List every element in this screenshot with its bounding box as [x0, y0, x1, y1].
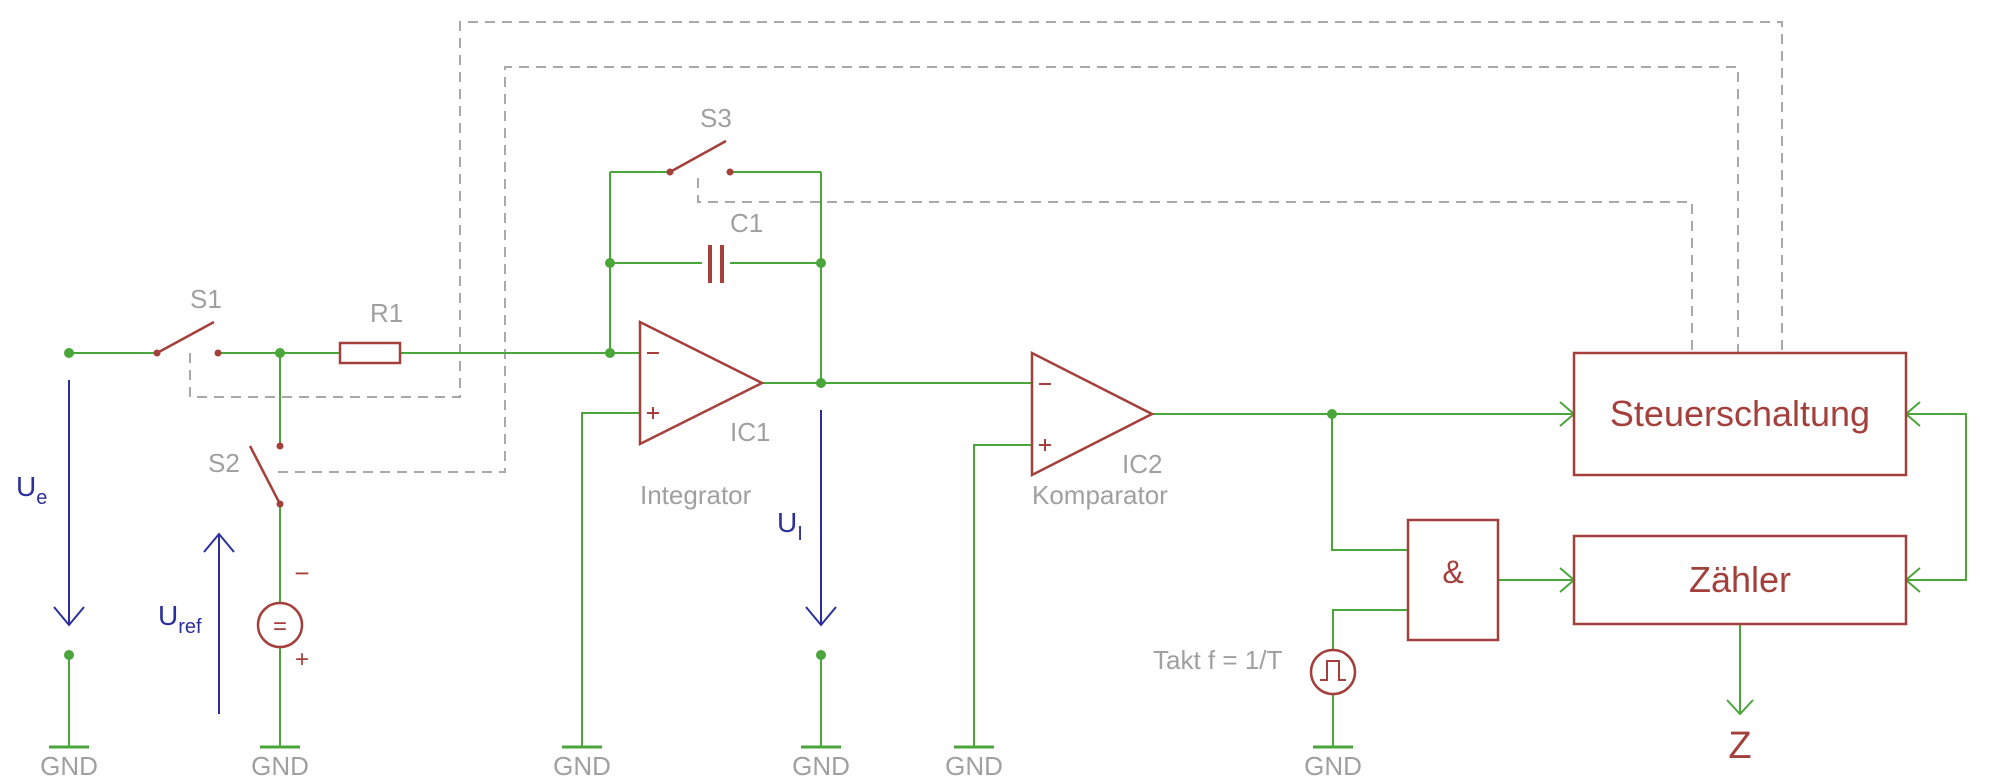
label-s1: S1 [190, 284, 222, 314]
junction-dot [816, 650, 826, 660]
label-gnd: GND [945, 751, 1003, 780]
label-ue: Ue [16, 471, 47, 509]
label-takt: Takt f = 1/T [1153, 645, 1282, 675]
opamp-ic2 [1030, 350, 1155, 478]
clock-source [1309, 648, 1357, 696]
label-gnd: GND [1304, 751, 1362, 780]
switch-s2 [248, 442, 284, 508]
junction-dot [275, 348, 285, 358]
wires [49, 171, 1967, 749]
voltage-arrows [53, 380, 837, 714]
zaehler-block [1572, 534, 1908, 626]
label-source-plus: + [295, 646, 309, 673]
label-s2: S2 [208, 448, 240, 478]
control-line-s3 [697, 178, 1693, 353]
steuerschaltung-block [1572, 351, 1908, 477]
junction-dot [816, 258, 826, 268]
label-gnd: GND [251, 751, 309, 780]
control-line-s2 [278, 66, 1739, 473]
label-source-minus: − [294, 558, 309, 588]
capacitor-c1 [708, 245, 724, 283]
label-uref: Uref [158, 600, 202, 638]
junctions [64, 258, 1337, 660]
and-gate [1406, 518, 1500, 642]
label-source-equals: = [273, 613, 287, 640]
label-r1: R1 [370, 298, 403, 328]
label-integrator: Integrator [640, 480, 752, 510]
junction-dot [605, 348, 615, 358]
label-c1: C1 [730, 208, 763, 238]
control-lines [189, 21, 1783, 473]
switch-s3 [666, 139, 734, 176]
label-and-gate: & [1442, 554, 1463, 590]
label-komparator: Komparator [1032, 480, 1168, 510]
label-ic1: IC1 [730, 417, 770, 447]
label-gnd: GND [553, 751, 611, 780]
junction-dot [64, 348, 74, 358]
voltage-source-uref [256, 601, 304, 649]
junction-dot [64, 650, 74, 660]
opamp-ic1 [638, 319, 765, 447]
label-zaehler: Zähler [1689, 559, 1791, 600]
label-steuerschaltung: Steuerschaltung [1610, 393, 1870, 434]
label-gnd: GND [40, 751, 98, 780]
control-line-s1 [189, 21, 1783, 398]
label-gnd: GND [792, 751, 850, 780]
label-s3: S3 [700, 103, 732, 133]
switch-s1 [153, 320, 222, 357]
junction-dot [605, 258, 615, 268]
junction-dot [1327, 409, 1337, 419]
junction-dot [816, 378, 826, 388]
resistor-r1 [338, 341, 402, 365]
label-ui: UI [777, 507, 803, 545]
label-z-output: Z [1728, 725, 1751, 767]
label-ic2: IC2 [1122, 449, 1162, 479]
